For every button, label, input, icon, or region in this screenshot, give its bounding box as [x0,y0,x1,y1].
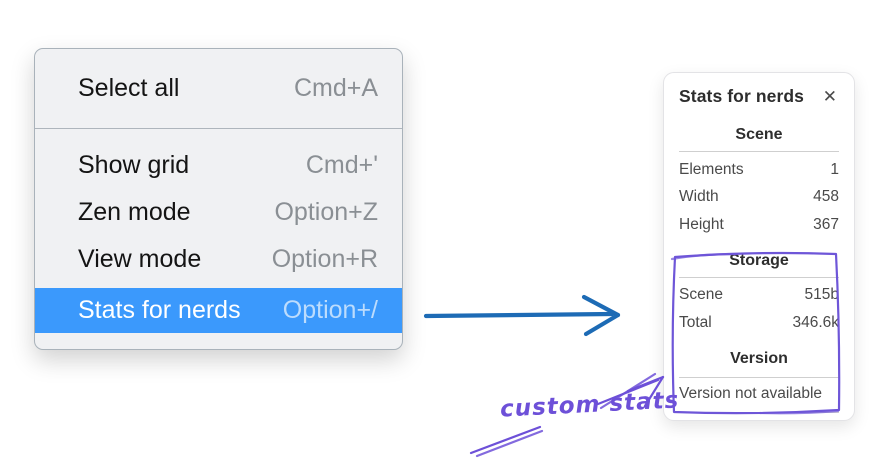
stat-label: Scene [679,286,723,304]
stat-row-height: Height 367 [679,211,839,239]
annotation-custom-stats: custom stats [499,387,680,423]
stats-panel: Stats for nerds ✕ Scene Elements 1 Width… [663,72,855,421]
stat-row-scene: Scene 515b [679,282,839,310]
menu-separator [35,128,402,129]
stat-row-width: Width 458 [679,184,839,212]
close-icon[interactable]: ✕ [822,87,837,106]
stats-panel-title: Stats for nerds [679,86,804,106]
menu-group: Show grid Cmd+' Zen mode Option+Z View m… [35,129,402,333]
section-header-storage: Storage [679,239,839,278]
menu-item-shortcut: Cmd+A [293,74,378,102]
menu-item-label: Zen mode [78,198,191,226]
menu-item-label: Show grid [78,151,190,179]
stats-panel-header: Stats for nerds ✕ [679,86,839,107]
menu-item-zen-mode[interactable]: Zen mode Option+Z [35,189,402,236]
menu-item-label: View mode [78,245,202,273]
menu-item-shortcut: Option+Z [274,198,378,226]
stat-label: Height [679,215,724,233]
menu-item-shortcut: Option+R [271,245,378,273]
version-note: Version not available [679,376,839,413]
stat-value: 1 [830,160,839,178]
menu-item-shortcut: Cmd+' [305,151,378,179]
menu-item-label: Select all [78,74,180,102]
menu-item-shortcut: Option+/ [282,296,378,324]
menu-item-show-grid[interactable]: Show grid Cmd+' [35,142,402,189]
stat-value: 346.6k [792,313,839,331]
section-header-version: Version [730,349,788,367]
stat-label: Elements [679,160,744,178]
menu-item-view-mode[interactable]: View mode Option+R [35,236,402,283]
stat-label: Total [679,313,712,331]
menu-item-label: Stats for nerds [78,296,241,324]
stat-row-total: Total 346.6k [679,309,839,337]
stat-value: 458 [813,188,839,206]
stat-value: 367 [813,215,839,233]
storage-rows: Scene 515b Total 346.6k [679,278,839,337]
blue-arrow-drawing [423,294,621,337]
context-menu: Select all Cmd+A Show grid Cmd+' Zen mod… [34,48,403,350]
stat-row-elements: Elements 1 [679,156,839,184]
section-header-scene: Scene [679,107,839,152]
stat-label: Width [679,188,719,206]
menu-item-stats-for-nerds[interactable]: Stats for nerds Option+/ [35,288,402,333]
menu-item-select-all[interactable]: Select all Cmd+A [35,49,402,128]
scene-rows: Elements 1 Width 458 Height 367 [679,152,839,239]
stat-value: 515b [804,286,839,304]
